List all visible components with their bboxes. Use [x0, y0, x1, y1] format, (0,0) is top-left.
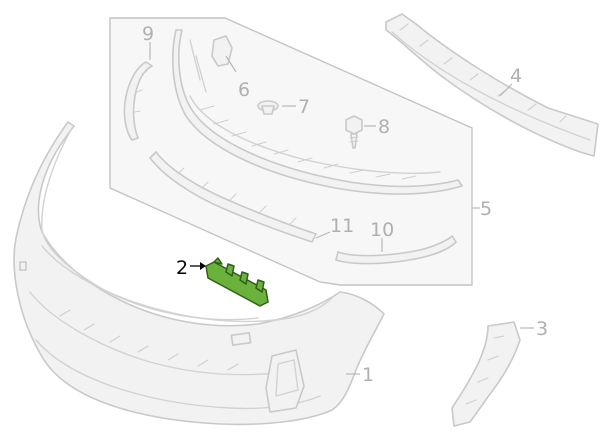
part-6-grille-slats	[199, 105, 417, 180]
part-1-fog-lamp-inner	[275, 359, 299, 397]
leader-4	[499, 83, 513, 97]
assembly-panel-5	[109, 17, 473, 286]
part-1-grille-opening	[41, 245, 333, 323]
part-4-ridge	[391, 31, 591, 141]
callout-4[interactable]: 4	[510, 65, 522, 87]
part-1-lower-grille	[29, 291, 301, 376]
callout-7[interactable]: 7	[298, 96, 310, 118]
callout-6[interactable]: 6	[238, 79, 250, 101]
leader-2-arrowhead	[200, 262, 206, 270]
callout-5[interactable]: 5	[480, 198, 492, 220]
part-4-beam[interactable]	[385, 13, 599, 157]
callout-11[interactable]: 11	[330, 215, 354, 237]
part-4-detail	[399, 23, 567, 123]
callout-1[interactable]: 1	[362, 364, 374, 386]
callout-3[interactable]: 3	[536, 318, 548, 340]
part-11-lower-strip[interactable]	[149, 151, 317, 243]
callout-8[interactable]: 8	[378, 116, 390, 138]
part-1-bumper-cover[interactable]	[13, 121, 385, 426]
part-11-detail	[177, 167, 297, 225]
part-1-fog-lamp-bezel[interactable]	[265, 349, 305, 413]
part-8-screw[interactable]	[345, 115, 363, 149]
part-3-side-bracket[interactable]	[451, 321, 521, 427]
part-9-bracket[interactable]	[123, 61, 153, 141]
callout-2[interactable]: 2	[176, 257, 188, 279]
part-2-highlighted-absorber[interactable]	[205, 257, 269, 307]
part-1-lower-grille-slats	[59, 309, 239, 371]
leader-11	[315, 231, 331, 239]
callout-10[interactable]: 10	[370, 219, 394, 241]
part-3-detail	[465, 335, 505, 405]
callout-9[interactable]: 9	[142, 23, 154, 45]
part-6-grille-frame[interactable]	[172, 29, 463, 195]
part-10-strip[interactable]	[335, 235, 457, 265]
leader-6	[225, 55, 237, 73]
part-1-plate-mount	[230, 331, 252, 347]
part-1-sensor	[19, 261, 27, 271]
part-9-detail	[134, 70, 148, 113]
part-7-push-clip[interactable]	[257, 100, 279, 115]
part-6-edge	[189, 39, 207, 93]
